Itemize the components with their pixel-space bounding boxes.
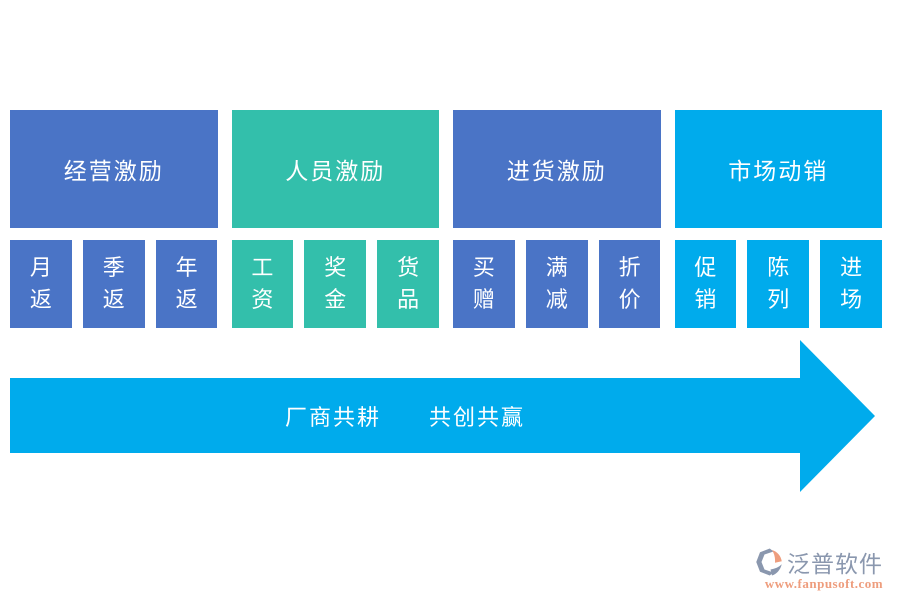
item-salary: 工资	[231, 240, 294, 328]
arrow-head-icon	[800, 340, 875, 492]
item-promotion: 促销	[674, 240, 737, 328]
incentive-columns: 经营激励 月返 季返 年返 人员激励 工资	[10, 110, 882, 328]
items-row-market: 促销 陈列 进场	[674, 240, 883, 328]
header-market-promotion: 市场动销	[674, 110, 882, 228]
column-personnel-incentive: 人员激励 工资 奖金 货品	[231, 110, 440, 328]
item-label: 月返	[29, 255, 52, 312]
header-label: 人员激励	[285, 159, 386, 184]
item-label: 奖金	[324, 255, 347, 312]
item-label: 买赠	[472, 255, 495, 312]
brand-logo: 泛普软件 www.fanpusoft.com	[753, 545, 895, 592]
arrow-label: 厂商共耕 共创共赢	[284, 404, 525, 430]
brand-name: 泛普软件	[787, 552, 883, 577]
items-row-operation: 月返 季返 年返	[10, 240, 218, 328]
item-label: 折价	[618, 255, 641, 312]
item-label: 货品	[397, 255, 420, 312]
brand-logo-top: 泛普软件	[753, 545, 895, 579]
fanpu-logo-icon	[756, 548, 782, 576]
item-buy-gift: 买赠	[453, 240, 515, 328]
item-label: 陈列	[767, 255, 790, 312]
header-operation-incentive: 经营激励	[10, 110, 218, 228]
arrow-shaft: 厂商共耕 共创共赢	[10, 378, 800, 453]
header-label: 经营激励	[63, 159, 164, 184]
item-monthly-rebate: 月返	[10, 240, 72, 328]
items-row-personnel: 工资 奖金 货品	[231, 240, 440, 328]
item-label: 年返	[175, 255, 198, 312]
header-purchase-incentive: 进货激励	[453, 110, 661, 228]
item-label: 季返	[102, 255, 125, 312]
header-label: 市场动销	[728, 159, 829, 184]
item-discount: 折价	[598, 240, 661, 328]
items-row-purchase: 买赠 满减 折价	[453, 240, 661, 328]
item-label: 工资	[251, 255, 274, 312]
item-quarterly-rebate: 季返	[82, 240, 145, 328]
item-goods: 货品	[377, 240, 439, 328]
column-purchase-incentive: 进货激励 买赠 满减 折价	[453, 110, 661, 328]
brand-url: www.fanpusoft.com	[764, 576, 884, 591]
item-label: 进场	[840, 255, 863, 312]
item-display: 陈列	[747, 240, 810, 328]
header-personnel-incentive: 人员激励	[231, 110, 439, 228]
column-operation-incentive: 经营激励 月返 季返 年返	[10, 110, 218, 328]
item-full-reduction: 满减	[525, 240, 588, 328]
item-label: 促销	[694, 255, 717, 312]
column-market-promotion: 市场动销 促销 陈列 进场	[674, 110, 883, 328]
item-label: 满减	[545, 255, 568, 312]
item-bonus: 奖金	[304, 240, 367, 328]
item-annual-rebate: 年返	[155, 240, 218, 328]
item-market-entry: 进场	[820, 240, 882, 328]
header-label: 进货激励	[506, 159, 607, 184]
